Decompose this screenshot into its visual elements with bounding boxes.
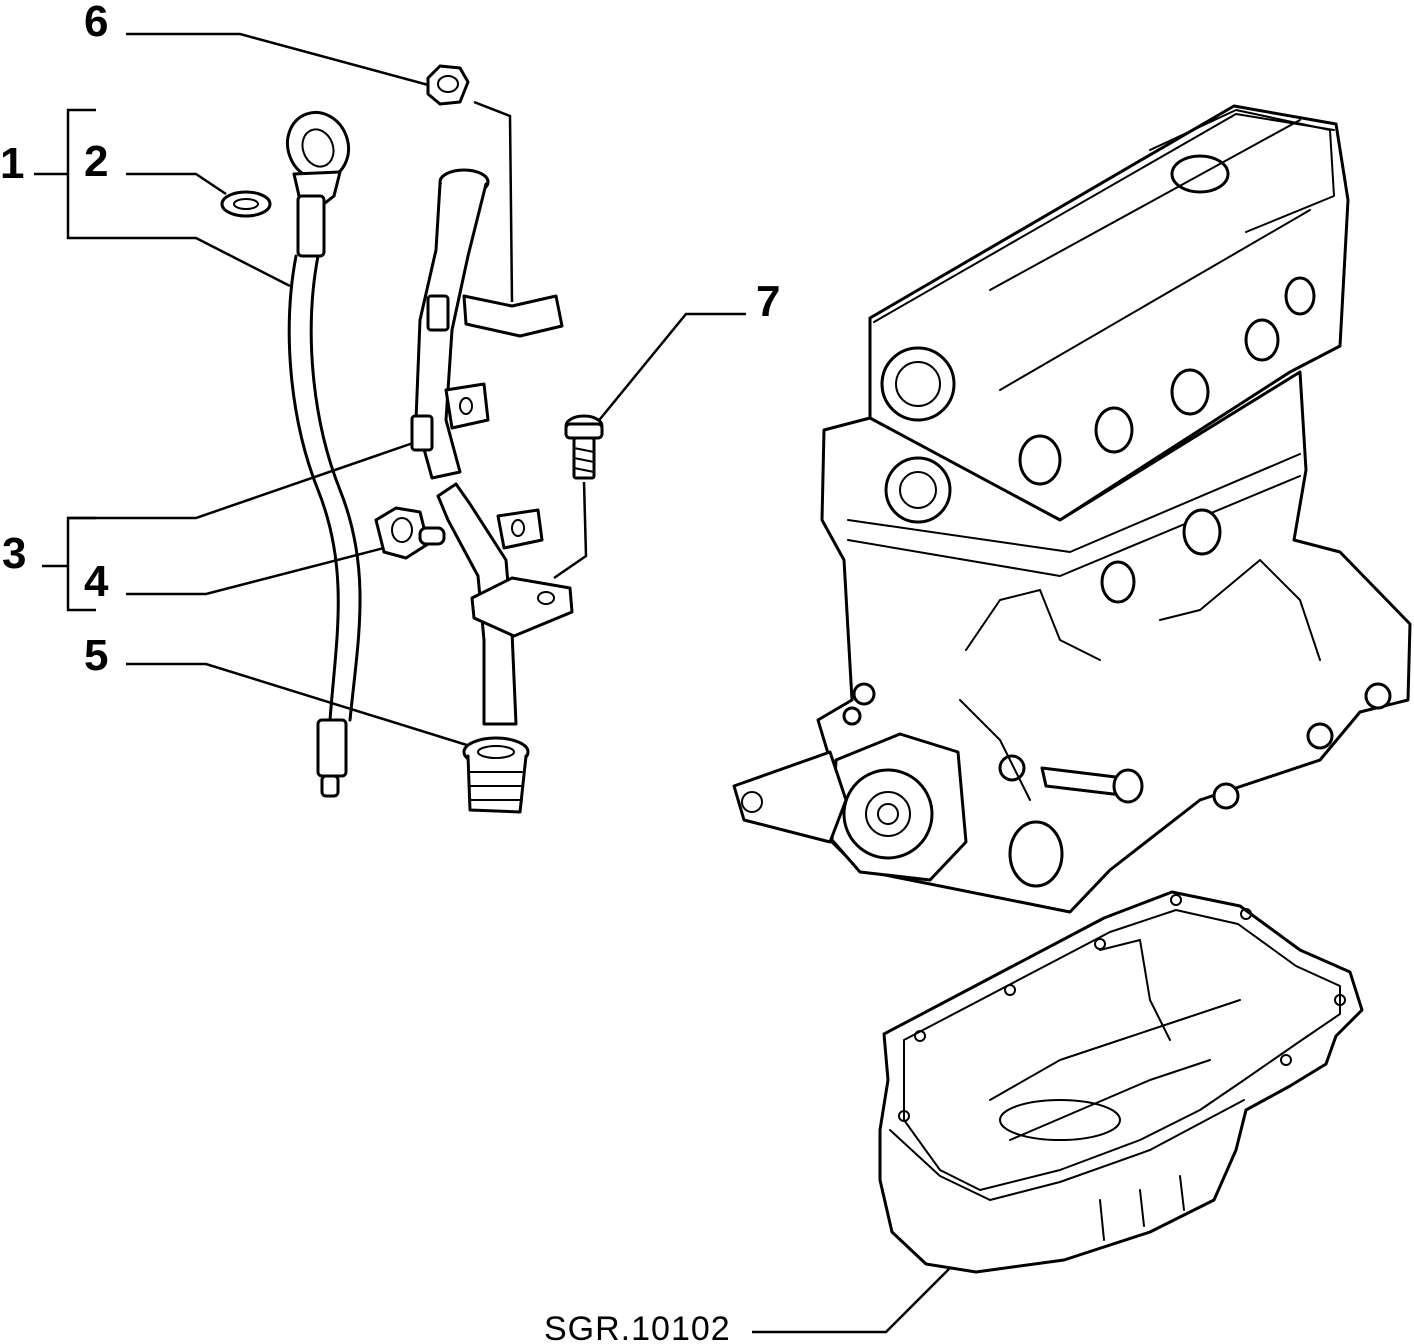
- engine-block: [732, 104, 1412, 914]
- callout-4: 4: [84, 557, 109, 606]
- callout-7: 7: [756, 277, 780, 326]
- grommet-part-5: [462, 736, 530, 814]
- guide-tube-lower: [436, 482, 574, 726]
- oil-sump: [878, 890, 1364, 1274]
- nut-part-6: [426, 64, 470, 106]
- leader-lines: [34, 32, 951, 1334]
- reference-code: SGR.10102: [544, 1310, 731, 1344]
- callout-2: 2: [84, 137, 108, 186]
- dipstick-part-1: [286, 110, 362, 798]
- clip-part-4: [374, 506, 446, 560]
- callout-6: 6: [84, 0, 108, 46]
- guide-tube-upper: [410, 168, 564, 480]
- bolt-part-7: [564, 414, 604, 480]
- callout-5: 5: [84, 631, 108, 680]
- callout-1: 1: [0, 139, 24, 188]
- callout-3: 3: [2, 529, 26, 578]
- seal-ring-part-2: [220, 190, 272, 218]
